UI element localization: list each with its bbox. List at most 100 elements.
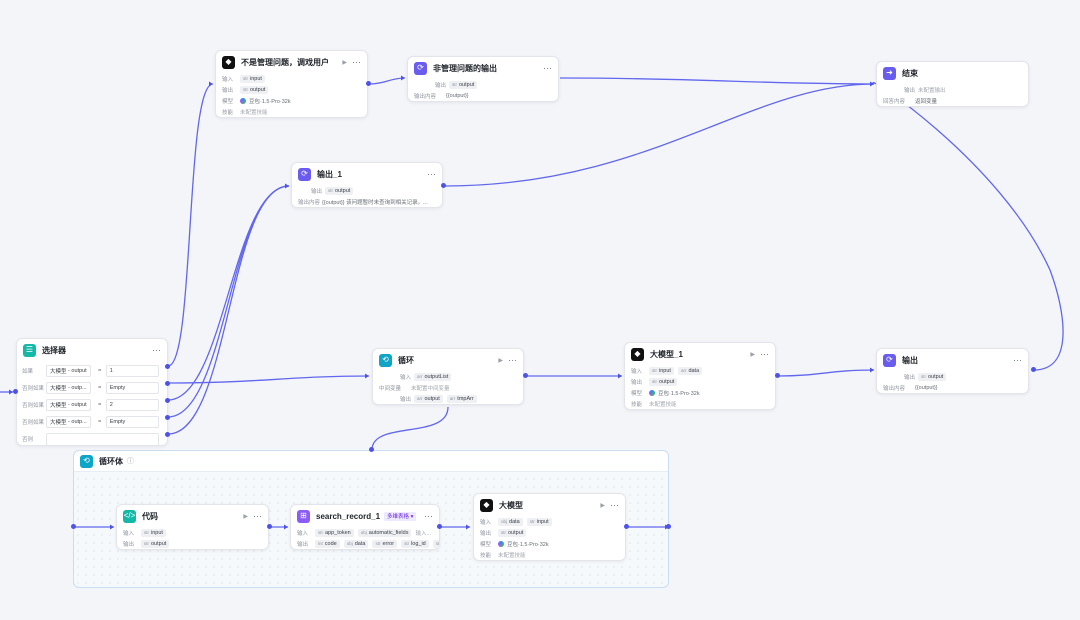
field-label: 模型: [222, 98, 234, 105]
arrowhead: [209, 81, 213, 87]
output-port[interactable]: [523, 373, 528, 378]
skill-value: 未配置技能: [498, 552, 526, 559]
condition-row[interactable]: 否则如果 大模型 - output = 2: [17, 398, 167, 412]
arrowhead: [285, 183, 289, 189]
more-icon[interactable]: ···: [152, 345, 161, 355]
output-port[interactable]: [775, 373, 780, 378]
run-icon[interactable]: ▶: [243, 513, 248, 520]
field-label: 输出内容: [298, 199, 321, 206]
var-tag: strmsg: [432, 539, 439, 548]
loop-body-output-port[interactable]: [666, 524, 671, 529]
condition-value[interactable]: Empty: [105, 416, 159, 428]
condition-row[interactable]: 如果 大模型 - output = 1: [17, 364, 167, 378]
more-icon[interactable]: ···: [1013, 355, 1022, 365]
edge: [167, 185, 290, 435]
more-icon[interactable]: ···: [253, 511, 262, 521]
model-name: 豆包·1.5·Pro·32k: [507, 541, 549, 548]
more-icon[interactable]: ···: [610, 500, 619, 510]
condition-variable[interactable]: 大模型 - output: [46, 365, 91, 377]
run-icon[interactable]: ▶: [498, 357, 503, 364]
branch-port[interactable]: [165, 381, 170, 386]
node-selector[interactable]: ☰ 选择器 ··· 如果 大模型 - output = 1 否则如果 大模型 -…: [16, 338, 168, 446]
edge: [167, 83, 214, 367]
more-icon[interactable]: ···: [424, 511, 433, 521]
output-port[interactable]: [1031, 367, 1036, 372]
run-icon[interactable]: ▶: [750, 351, 755, 358]
condition-value[interactable]: 1: [105, 365, 159, 377]
input-port[interactable]: [13, 389, 18, 394]
loop-body-port[interactable]: [369, 447, 374, 452]
field-label: 输出: [480, 530, 492, 537]
else-box: [46, 432, 159, 446]
node-end[interactable]: ➜ 结束 输出未配置输出 回答内容返回变量: [876, 61, 1029, 107]
edge: [559, 77, 875, 85]
output-port[interactable]: [437, 524, 442, 529]
condition-variable[interactable]: 大模型 - output: [46, 399, 91, 411]
condition-value[interactable]: Empty: [105, 382, 159, 394]
field-label: 技能: [631, 401, 643, 408]
input-port[interactable]: [71, 524, 76, 529]
doubao-model-icon: [240, 97, 246, 104]
info-icon[interactable]: ⓘ: [127, 458, 134, 465]
more-icon[interactable]: ···: [352, 57, 361, 67]
edge: [369, 77, 406, 85]
condition-row[interactable]: 否则如果 大模型 - outp... = Empty: [17, 415, 167, 429]
more-icon[interactable]: ···: [760, 349, 769, 359]
output-port[interactable]: [366, 81, 371, 86]
field-label: 技能: [480, 552, 492, 559]
more-icon[interactable]: ···: [508, 355, 517, 365]
run-icon[interactable]: ▶: [600, 502, 605, 509]
condition-value[interactable]: 2: [105, 399, 159, 411]
branch-port[interactable]: [165, 432, 170, 437]
condition-variable[interactable]: 大模型 - outp...: [46, 416, 91, 428]
output-port[interactable]: [624, 524, 629, 529]
output-port[interactable]: [441, 183, 446, 188]
branch-port[interactable]: [165, 415, 170, 420]
else-row: 否则: [17, 432, 167, 446]
more-icon[interactable]: ···: [427, 169, 436, 179]
more-icon[interactable]: ···: [543, 63, 552, 73]
arrowhead: [401, 75, 405, 81]
branch-port[interactable]: [165, 398, 170, 403]
field-label: 输出: [903, 87, 915, 94]
condition-variable[interactable]: 大模型 - outp...: [46, 382, 91, 394]
field-label: 输入: [399, 374, 411, 381]
model-logo-icon: ◆: [222, 55, 235, 69]
condition-row[interactable]: 否则如果 大模型 - outp... = Empty: [17, 381, 167, 395]
field-label: 中间变量: [379, 385, 402, 392]
content-value: {{output}}: [915, 384, 938, 391]
field-label: 输出: [310, 188, 322, 195]
run-icon[interactable]: ▶: [342, 59, 347, 66]
plugin-badge[interactable]: 多维表格 ▾: [384, 511, 417, 521]
edge: [777, 369, 875, 377]
output-icon: ⟳: [298, 167, 311, 181]
field-label: 回答内容: [883, 98, 906, 105]
branch-port[interactable]: [165, 364, 170, 369]
field-label: 输入: [297, 530, 309, 537]
output-value: 未配置输出: [918, 87, 946, 94]
mid-value: 未配置中间变量: [411, 385, 450, 392]
field-label: 输出内容: [883, 385, 906, 392]
output-port[interactable]: [267, 524, 272, 529]
mode-value: 返回变量: [915, 98, 938, 105]
